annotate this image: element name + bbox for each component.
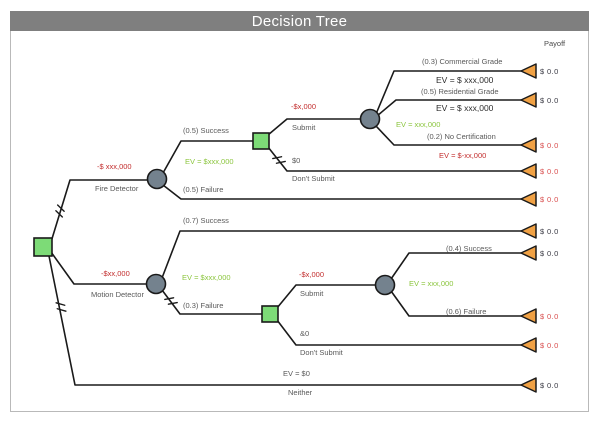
branch-fire-detector <box>50 179 149 243</box>
label-top-dont-submit: Don't Submit <box>292 174 335 183</box>
label-top-dont-cost: $0 <box>292 156 301 165</box>
branch-neither <box>48 255 522 386</box>
label-commercial-prob: (0.3) Commercial Grade <box>422 57 503 66</box>
terminal-node-motion-success[interactable] <box>520 223 537 239</box>
chance-node-top-submit[interactable] <box>359 108 381 130</box>
label-fire-success-prob: (0.5) Success <box>183 126 229 135</box>
label-bottom-success-prob: (0.4) Success <box>446 244 492 253</box>
chance-node-motion[interactable] <box>145 273 167 295</box>
terminal-node-commercial[interactable] <box>520 63 537 79</box>
label-neither-ev: EV = $0 <box>283 369 310 378</box>
decision-node-root[interactable] <box>33 237 53 257</box>
terminal-node-no-certification[interactable] <box>520 137 537 153</box>
payoff-value: $ 0.0 <box>540 167 559 176</box>
label-top-decision-ev: EV = $xxx,000 <box>185 157 234 166</box>
payoff-value: $ 0.0 <box>540 312 559 321</box>
prune-mark-fire-branch <box>55 204 65 218</box>
label-motion-detector: Motion Detector <box>91 290 144 299</box>
terminal-node-residential[interactable] <box>520 92 537 108</box>
label-bottom-submit: Submit <box>300 289 324 298</box>
branch-residential-grade <box>376 99 522 117</box>
branch-top-submit <box>267 118 363 136</box>
label-motion-cost: -$xx,000 <box>101 269 130 278</box>
label-neither: Neither <box>288 388 313 397</box>
label-top-submit-cost: -$x,000 <box>291 102 317 111</box>
branch-commercial-grade <box>375 70 522 115</box>
payoff-value: $ 0.0 <box>540 67 559 76</box>
branch-fire-failure <box>162 184 522 200</box>
branch-bottom-success <box>390 252 522 280</box>
label-commercial-ev: EV = $ xxx,000 <box>436 75 494 85</box>
prune-mark-top-dont-submit <box>272 156 286 164</box>
branch-motion-success <box>161 230 522 279</box>
terminal-node-bottom-dont-submit[interactable] <box>520 337 537 353</box>
payoff-value: $ 0.0 <box>540 141 559 150</box>
label-nocert-ev: EV = $-xx,000 <box>439 151 487 160</box>
payoff-value: $ 0.0 <box>540 195 559 204</box>
payoff-value: $ 0.0 <box>540 249 559 258</box>
title-bar: Decision Tree <box>10 11 589 31</box>
label-bottom-submit-cost: -$x,000 <box>299 270 325 279</box>
branch-bottom-dont-submit <box>276 319 522 346</box>
prune-mark-neither-branch <box>55 302 67 312</box>
chance-node-fire[interactable] <box>146 168 168 190</box>
label-bottom-dont-submit: Don't Submit <box>300 348 343 357</box>
payoff-value: $ 0.0 <box>540 96 559 105</box>
page-title: Decision Tree <box>251 12 348 30</box>
branch-top-dont-submit <box>267 146 522 172</box>
branch-bottom-failure <box>390 290 522 317</box>
label-fire-failure-prob: (0.5) Failure <box>183 185 224 194</box>
label-fire-detector: Fire Detector <box>95 184 139 193</box>
terminal-node-bottom-success[interactable] <box>520 245 537 261</box>
label-nocert-prob: (0.2) No Certification <box>427 132 496 141</box>
terminal-node-top-dont-submit[interactable] <box>520 163 537 179</box>
payoff-value: $ 0.0 <box>540 227 559 236</box>
label-motion-failure-prob: (0.3) Failure <box>183 301 224 310</box>
decision-node-top-submit[interactable] <box>252 132 270 150</box>
payoff-value: $ 0.0 <box>540 341 559 350</box>
terminal-node-fire-failure[interactable] <box>520 191 537 207</box>
chance-node-bottom-submit[interactable] <box>374 274 396 296</box>
payoff-header: Payoff <box>544 39 566 48</box>
branch-motion-detector <box>50 251 149 285</box>
branch-fire-success <box>162 140 254 174</box>
label-fire-cost: -$ xxx,000 <box>97 162 132 171</box>
label-top-chance-ev: EV = xxx,000 <box>396 120 441 129</box>
prune-mark-motion-failure <box>164 297 178 305</box>
branch-bottom-submit <box>276 284 378 309</box>
label-motion-success-prob: (0.7) Success <box>183 216 229 225</box>
branch-no-certification <box>375 125 522 146</box>
label-residential-ev: EV = $ xxx,000 <box>436 103 494 113</box>
label-top-submit: Submit <box>292 123 316 132</box>
payoff-value: $ 0.0 <box>540 381 559 390</box>
label-motion-chance-ev: EV = $xxx,000 <box>182 273 231 282</box>
label-bottom-chance-ev: EV = xxx,000 <box>409 279 454 288</box>
label-residential-prob: (0.5) Residential Grade <box>421 87 499 96</box>
branch-motion-failure <box>161 289 263 315</box>
label-bottom-failure-prob: (0.6) Failure <box>446 307 487 316</box>
terminal-node-neither[interactable] <box>520 377 537 393</box>
label-bottom-dont-cost: &0 <box>300 329 310 338</box>
terminal-node-bottom-failure[interactable] <box>520 308 537 324</box>
decision-node-bottom-submit[interactable] <box>261 305 279 323</box>
